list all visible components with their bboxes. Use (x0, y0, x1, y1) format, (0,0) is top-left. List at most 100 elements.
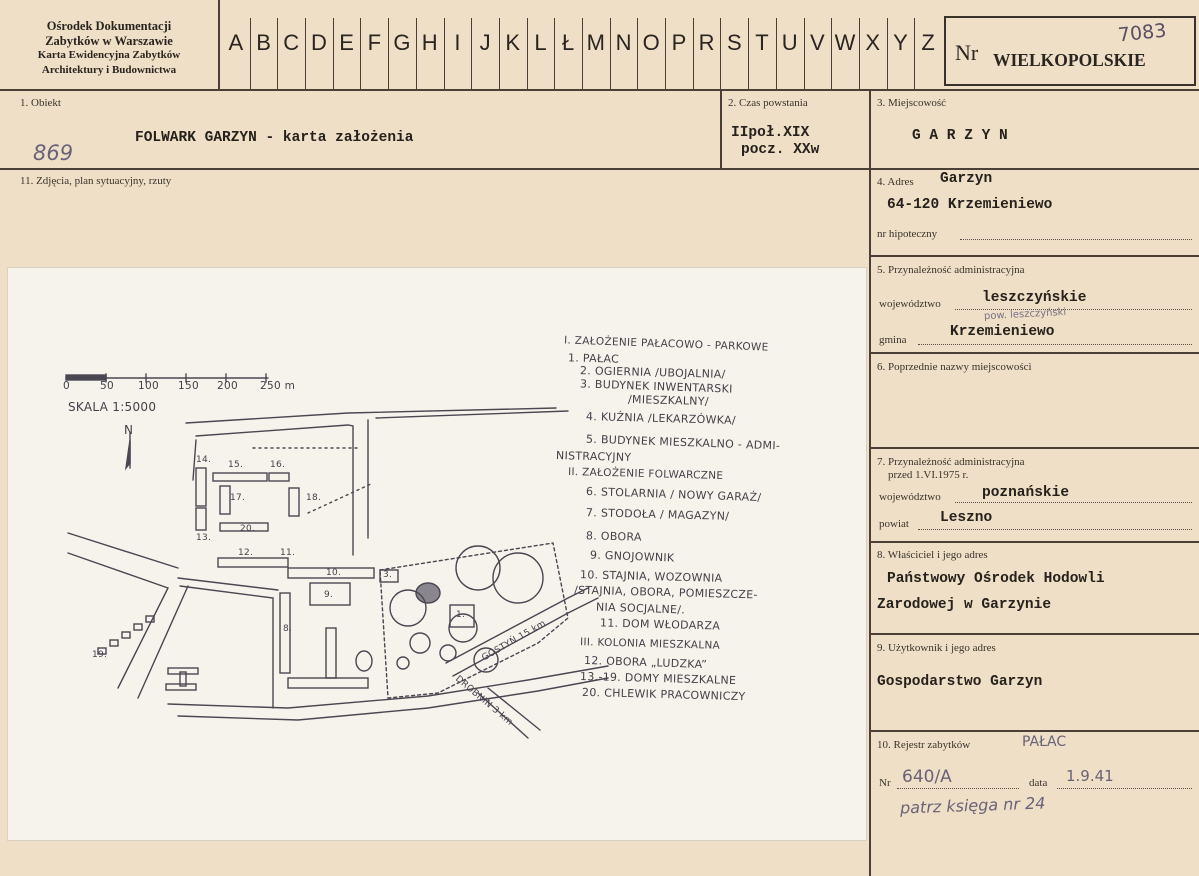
alphabet-letter: O (642, 30, 660, 55)
plan-number-1: 1. (456, 610, 466, 620)
alphabet-separator (748, 18, 750, 89)
alphabet-separator (332, 18, 334, 89)
alphabet-letter: W (834, 30, 856, 55)
alphabet-separator (443, 18, 445, 89)
scale-tick-0: 0 (63, 380, 70, 392)
obiekt-value: FOLWARK GARZYN - karta założenia (135, 130, 414, 146)
alphabet-letter: Z (921, 30, 935, 55)
hipoteczny-label: nr hipoteczny (877, 228, 938, 240)
rejestr-data-line (1057, 787, 1192, 789)
alphabet-separator (637, 18, 639, 89)
rejestr-handwritten: PAŁAC (1022, 734, 1067, 750)
alphabet-separator (609, 18, 611, 89)
rejestr-nr-value: 640/A (902, 767, 952, 787)
przynaleznosc-1975-powiat-line (918, 528, 1192, 530)
alphabet-letter: A (228, 30, 244, 55)
wlasciciel-label: 8. Właściciel i jego adres (877, 549, 988, 561)
uzytkownik-value: Gospodarstwo Garzyn (877, 674, 1043, 690)
legend-line: /MIESZKALNY/ (627, 392, 710, 409)
site-plan-photo: 0 50 100 150 200 250 m SKALA 1:5000 N 14… (8, 268, 866, 840)
plan-number-12: 12. (238, 548, 254, 558)
obiekt-label: 1. Obiekt (20, 97, 61, 109)
plan-number-3: 3. (383, 570, 393, 580)
legend-line: NISTRACYJNY (555, 449, 632, 464)
alphabet-separator (803, 18, 805, 89)
alphabet-letter: I (454, 30, 461, 55)
alphabet-separator (471, 18, 473, 89)
przynaleznosc-label: 5. Przynależność administracyjna (877, 264, 1025, 276)
alphabet-letter: Ł (562, 30, 575, 55)
nr-label: Nr (955, 40, 979, 65)
plan-number-15: 15. (228, 460, 244, 470)
uzytkownik-label: 9. Użytkownik i jego adres (877, 642, 996, 654)
przynaleznosc-1975-powiat-label: powiat (879, 518, 909, 530)
alphabet-letter: G (393, 30, 411, 55)
alphabet-letter: N (615, 30, 632, 55)
plan-number-13: 13. (196, 533, 212, 543)
rejestr-handwritten-note: patrz księga nr 24 (899, 793, 1046, 818)
przynaleznosc-1975-powiat-value: Leszno (940, 510, 993, 526)
nr-value: WIELKOPOLSKIE (993, 50, 1146, 70)
czas-label: 2. Czas powstania (728, 97, 808, 109)
alphabet-separator (582, 18, 583, 89)
czas-line-1: IIpoł.XIX (731, 125, 810, 141)
rejestr-data-value: 1.9.41 (1066, 767, 1114, 785)
alphabet-letter: S (726, 30, 742, 55)
adres-label: 4. Adres (877, 176, 914, 188)
obiekt-handwritten-number: 869 (33, 141, 74, 165)
alphabet-separator (554, 18, 556, 89)
alphabet-separator (305, 18, 307, 89)
alphabet-letter: D (310, 30, 327, 55)
scale-tick-200: 200 (217, 380, 238, 392)
alphabet-letter: V (810, 30, 825, 55)
alphabet-separator (388, 18, 390, 89)
scale-tick-50: 50 (100, 380, 114, 392)
przynaleznosc-woj-line (955, 308, 1192, 310)
alphabet-letter: M (586, 30, 605, 55)
alphabet-separator (415, 18, 417, 89)
scale-tick-100: 100 (138, 380, 159, 392)
alphabet-letter: F (367, 30, 382, 55)
adres-line-2: 64-120 Krzemieniewo (887, 197, 1053, 213)
plan-number-10: 10. (326, 568, 342, 578)
plan-number-16: 16. (270, 460, 286, 470)
alphabet-separator (775, 18, 777, 89)
przynaleznosc-gmina-line (918, 343, 1192, 345)
north-label: N (124, 423, 134, 437)
rejestr-label: 10. Rejestr zabytków (877, 739, 971, 751)
rejestr-data-label: data (1029, 777, 1048, 789)
plan-number-19: 19. (92, 650, 108, 660)
scale-tick-150: 150 (178, 380, 199, 392)
hipoteczny-line (960, 238, 1192, 240)
wlasciciel-line-2: Zarodowej w Garzynie (877, 597, 1052, 613)
alphabet-letter: K (505, 30, 521, 55)
alphabet-letter: Y (893, 30, 908, 55)
alphabet-separator (720, 18, 722, 89)
przynaleznosc-1975-woj-line (955, 501, 1192, 503)
alphabet-letter: R (698, 30, 715, 55)
adres-line-1: Garzyn (940, 171, 993, 187)
przynaleznosc-gmina-label: gmina (879, 334, 907, 346)
alphabet-separator (665, 18, 667, 89)
alphabet-letter: L (534, 30, 547, 55)
rejestr-nr-line (897, 787, 1019, 789)
alphabet-letter: H (421, 30, 438, 55)
alphabet-letter: C (283, 30, 300, 55)
plan-number-9: 9. (324, 590, 334, 600)
przynaleznosc-1975-label-1: 7. Przynależność administracyjna (877, 456, 1025, 468)
alphabet-letter: X (865, 30, 881, 55)
nr-box (944, 16, 1196, 86)
poprzednie-label: 6. Poprzednie nazwy miejscowości (877, 361, 1032, 373)
institution-header: Ośrodek Dokumentacji Zabytków w Warszawi… (0, 19, 218, 77)
scale-tick-250: 250 m (260, 380, 296, 392)
alphabet-separator (277, 18, 279, 89)
alphabet-letter: U (781, 30, 798, 55)
alphabet-letter: T (755, 30, 769, 55)
alphabet-separator (498, 18, 500, 89)
institution-line-4: Architektury i Budownictwa (41, 63, 177, 76)
przynaleznosc-woj-value: leszczyńskie (982, 290, 1087, 306)
miejscowosc-label: 3. Miejscowość (877, 97, 947, 109)
czas-line-2: pocz. XXw (741, 142, 820, 158)
alphabet-letter: E (339, 30, 354, 55)
